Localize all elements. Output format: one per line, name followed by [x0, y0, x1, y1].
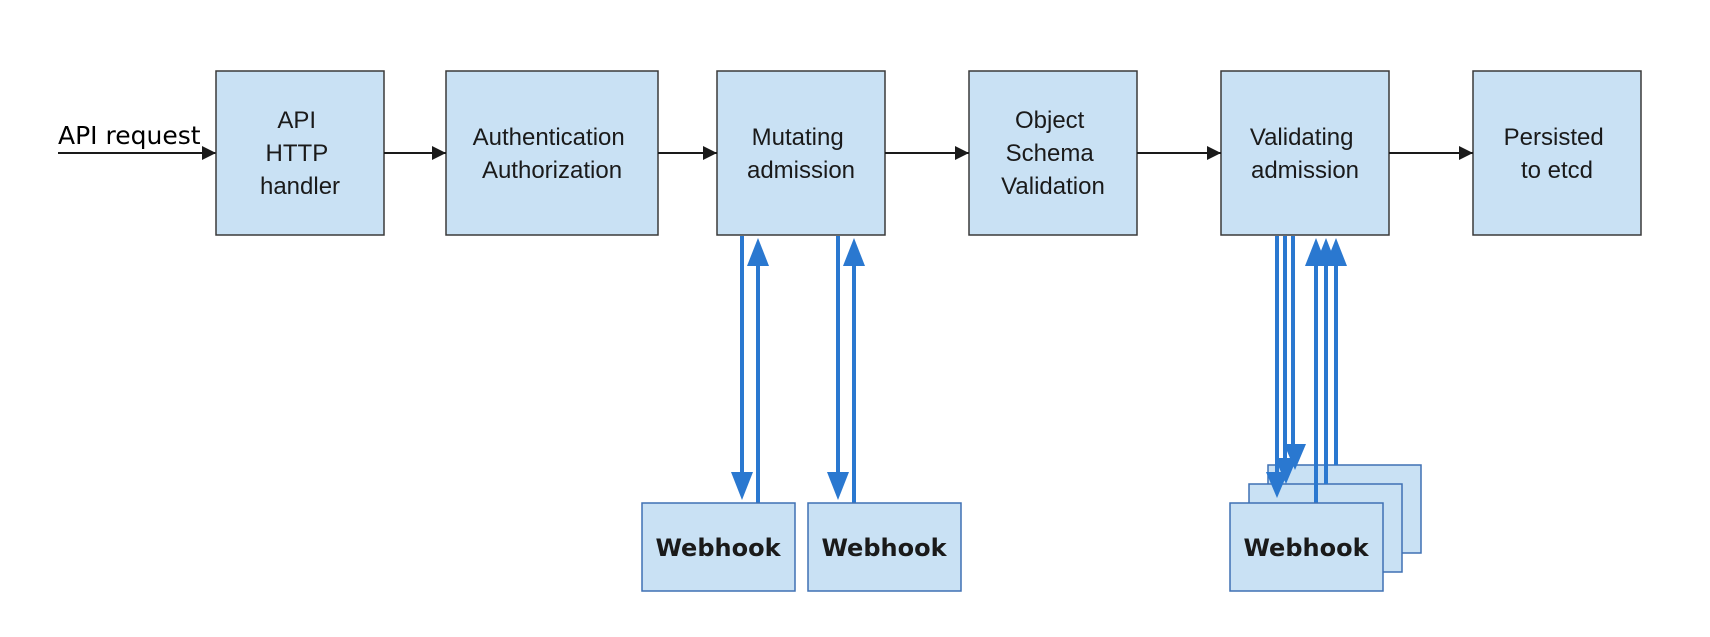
api-request-label: API request [58, 121, 201, 150]
svg-text:Object Schema Vali: Object Schema Validation [1001, 107, 1105, 200]
svg-text:Persisted to etcd: Persisted to etcd [1504, 124, 1611, 184]
webhook-label: Webhook [821, 534, 947, 562]
mutating-webhook-2: Webhook [807, 502, 962, 592]
stage-api-http-handler: API HTTP handler [215, 70, 385, 236]
stage-object-schema-validation: Object Schema Validation [968, 70, 1138, 236]
stage-authentication-authorization: Authentication Authorization [445, 70, 659, 236]
stage-validating-admission: Validating admission [1220, 70, 1390, 236]
svg-text:Authentication Authoriza: Authentication Authorization [473, 124, 632, 184]
stage-box [1472, 70, 1642, 236]
webhook-label: Webhook [1243, 534, 1369, 562]
stage-label-line: HTTP [266, 140, 328, 167]
mutating-webhook-1: Webhook [641, 502, 796, 592]
stage-label-line: API [277, 107, 316, 134]
validating-webhook: Webhook [1229, 502, 1384, 592]
webhook-label: Webhook [655, 534, 781, 562]
svg-text:API HTTP handler: API HTTP handler [260, 107, 340, 200]
stage-label-line: Validation [1001, 173, 1105, 200]
stage-label-line: Validating [1250, 124, 1354, 151]
mutating-webhook-2-arrows [827, 236, 865, 503]
stage-label-line: Persisted [1504, 124, 1604, 151]
stage-box [445, 70, 659, 236]
stage-label-line: Authentication [473, 124, 625, 151]
stage-label-line: Mutating [752, 124, 844, 151]
stage-box [215, 70, 385, 236]
stage-label-line: Schema [1006, 140, 1095, 167]
stage-persisted-to-etcd: Persisted to etcd [1472, 70, 1642, 236]
stage-label-line: to etcd [1521, 157, 1593, 184]
stage-label-line: Authorization [482, 157, 622, 184]
stage-box [968, 70, 1138, 236]
stage-mutating-admission: Mutating admission [716, 70, 886, 236]
svg-text:Validating admission: Validating admission [1250, 124, 1360, 184]
validating-webhook-arrows [1266, 236, 1347, 503]
stage-label-line: admission [1251, 157, 1359, 184]
mutating-webhook-1-arrows [731, 236, 769, 503]
stage-box [716, 70, 886, 236]
stage-label-line: admission [747, 157, 855, 184]
svg-text:Mutating admission: Mutating admission [747, 124, 855, 184]
stage-label-line: handler [260, 173, 340, 200]
stage-label-line: Object [1015, 107, 1085, 134]
stage-box [1220, 70, 1390, 236]
